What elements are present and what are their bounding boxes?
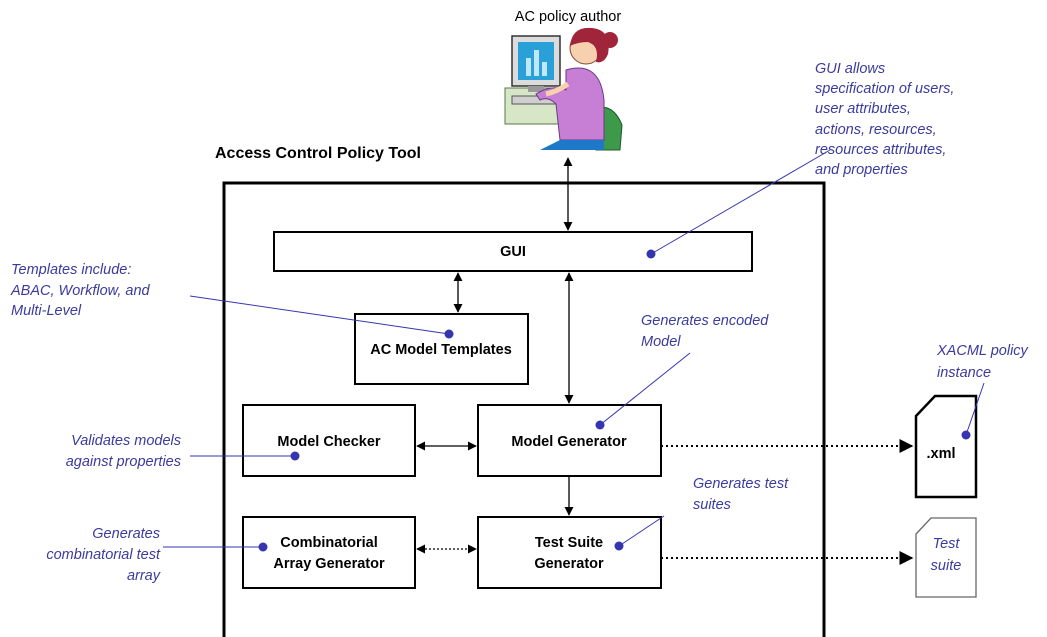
test-suites-annotation-line1: Generates test: [693, 476, 789, 492]
model-generator-label: Model Generator: [511, 434, 627, 450]
templates-annotation-line: [189, 295, 450, 335]
combinatorial-annotation-line1: Generates: [92, 526, 160, 542]
author-label: AC policy author: [515, 9, 622, 25]
encoded-annotation: Generates encoded Model: [641, 313, 769, 350]
xml-document-icon: [914, 394, 978, 499]
gui-annotation-line5: resources attributes,: [815, 142, 946, 158]
xacml-annotation-line: [965, 382, 985, 436]
templates-annotation-line2: ABAC, Workflow, and: [10, 283, 151, 299]
gui-annotation-line: [650, 149, 831, 255]
gui-annotation-line3: user attributes,: [815, 101, 911, 117]
test-suites-annotation-line: [618, 515, 665, 547]
model-checker-box: [242, 404, 416, 477]
gui-annotation-line4: actions, resources,: [815, 122, 937, 138]
templates-annotation-dot: [444, 329, 454, 339]
encoded-annotation-line2: Model: [641, 334, 681, 350]
model-generator-box: [477, 404, 662, 477]
gui-box-label: GUI: [500, 244, 526, 260]
templates-annotation-line3: Multi-Level: [11, 303, 82, 319]
encoded-annotation-dot: [595, 420, 605, 430]
test-suite-doc-line1: Test: [933, 536, 961, 552]
tool-container-border: [222, 181, 826, 637]
combinatorial-annotation-line2: combinatorial test: [46, 547, 161, 563]
validates-annotation: Validates models against properties: [66, 433, 181, 470]
test-suites-annotation-line2: suites: [693, 497, 731, 513]
test-suite-label-line2: Generator: [534, 556, 604, 572]
gui-annotation-line6: and properties: [815, 162, 908, 178]
policy-author-illustration: [504, 27, 623, 151]
xacml-annotation-line2: instance: [937, 365, 991, 381]
test-suite-doc-line2: suite: [931, 558, 962, 574]
gui-box: [273, 231, 753, 272]
test-suite-document-icon: [915, 517, 977, 598]
combinatorial-annotation-line3: array: [127, 568, 161, 584]
xacml-annotation-dot: [961, 430, 971, 440]
encoded-annotation-line1: Generates encoded: [641, 313, 769, 329]
templates-box: [354, 313, 529, 385]
xacml-annotation-line1: XACML policy: [936, 343, 1029, 359]
test-suites-annotation: Generates test suites: [693, 476, 789, 513]
xacml-annotation: XACML policy instance: [936, 343, 1029, 381]
templates-annotation: Templates include: ABAC, Workflow, and M…: [10, 262, 151, 319]
xml-document-label: .xml: [926, 446, 955, 462]
test-suite-label-line1: Test Suite: [535, 535, 603, 551]
test-suite-generator-box: [477, 516, 662, 589]
gui-annotation-dot: [646, 249, 656, 259]
combinatorial-label-line2: Array Generator: [273, 556, 385, 572]
model-checker-label: Model Checker: [277, 434, 380, 450]
combinatorial-generator-box: [242, 516, 416, 589]
test-suites-annotation-dot: [614, 541, 624, 551]
encoded-annotation-line: [599, 352, 691, 426]
combinatorial-label-line1: Combinatorial: [280, 535, 377, 551]
gui-annotation-line2: specification of users,: [815, 81, 954, 97]
combinatorial-annotation: Generates combinatorial test array: [46, 526, 161, 584]
combinatorial-annotation-dot: [258, 542, 268, 552]
templates-box-label: AC Model Templates: [370, 342, 512, 358]
tool-title: Access Control Policy Tool: [215, 145, 421, 162]
templates-annotation-line1: Templates include:: [11, 262, 131, 278]
validates-annotation-dot: [290, 451, 300, 461]
gui-annotation: GUI allows specification of users, user …: [815, 61, 954, 178]
validates-annotation-line1: Validates models: [71, 433, 181, 449]
validates-annotation-line2: against properties: [66, 454, 181, 470]
gui-annotation-line1: GUI allows: [815, 61, 885, 77]
